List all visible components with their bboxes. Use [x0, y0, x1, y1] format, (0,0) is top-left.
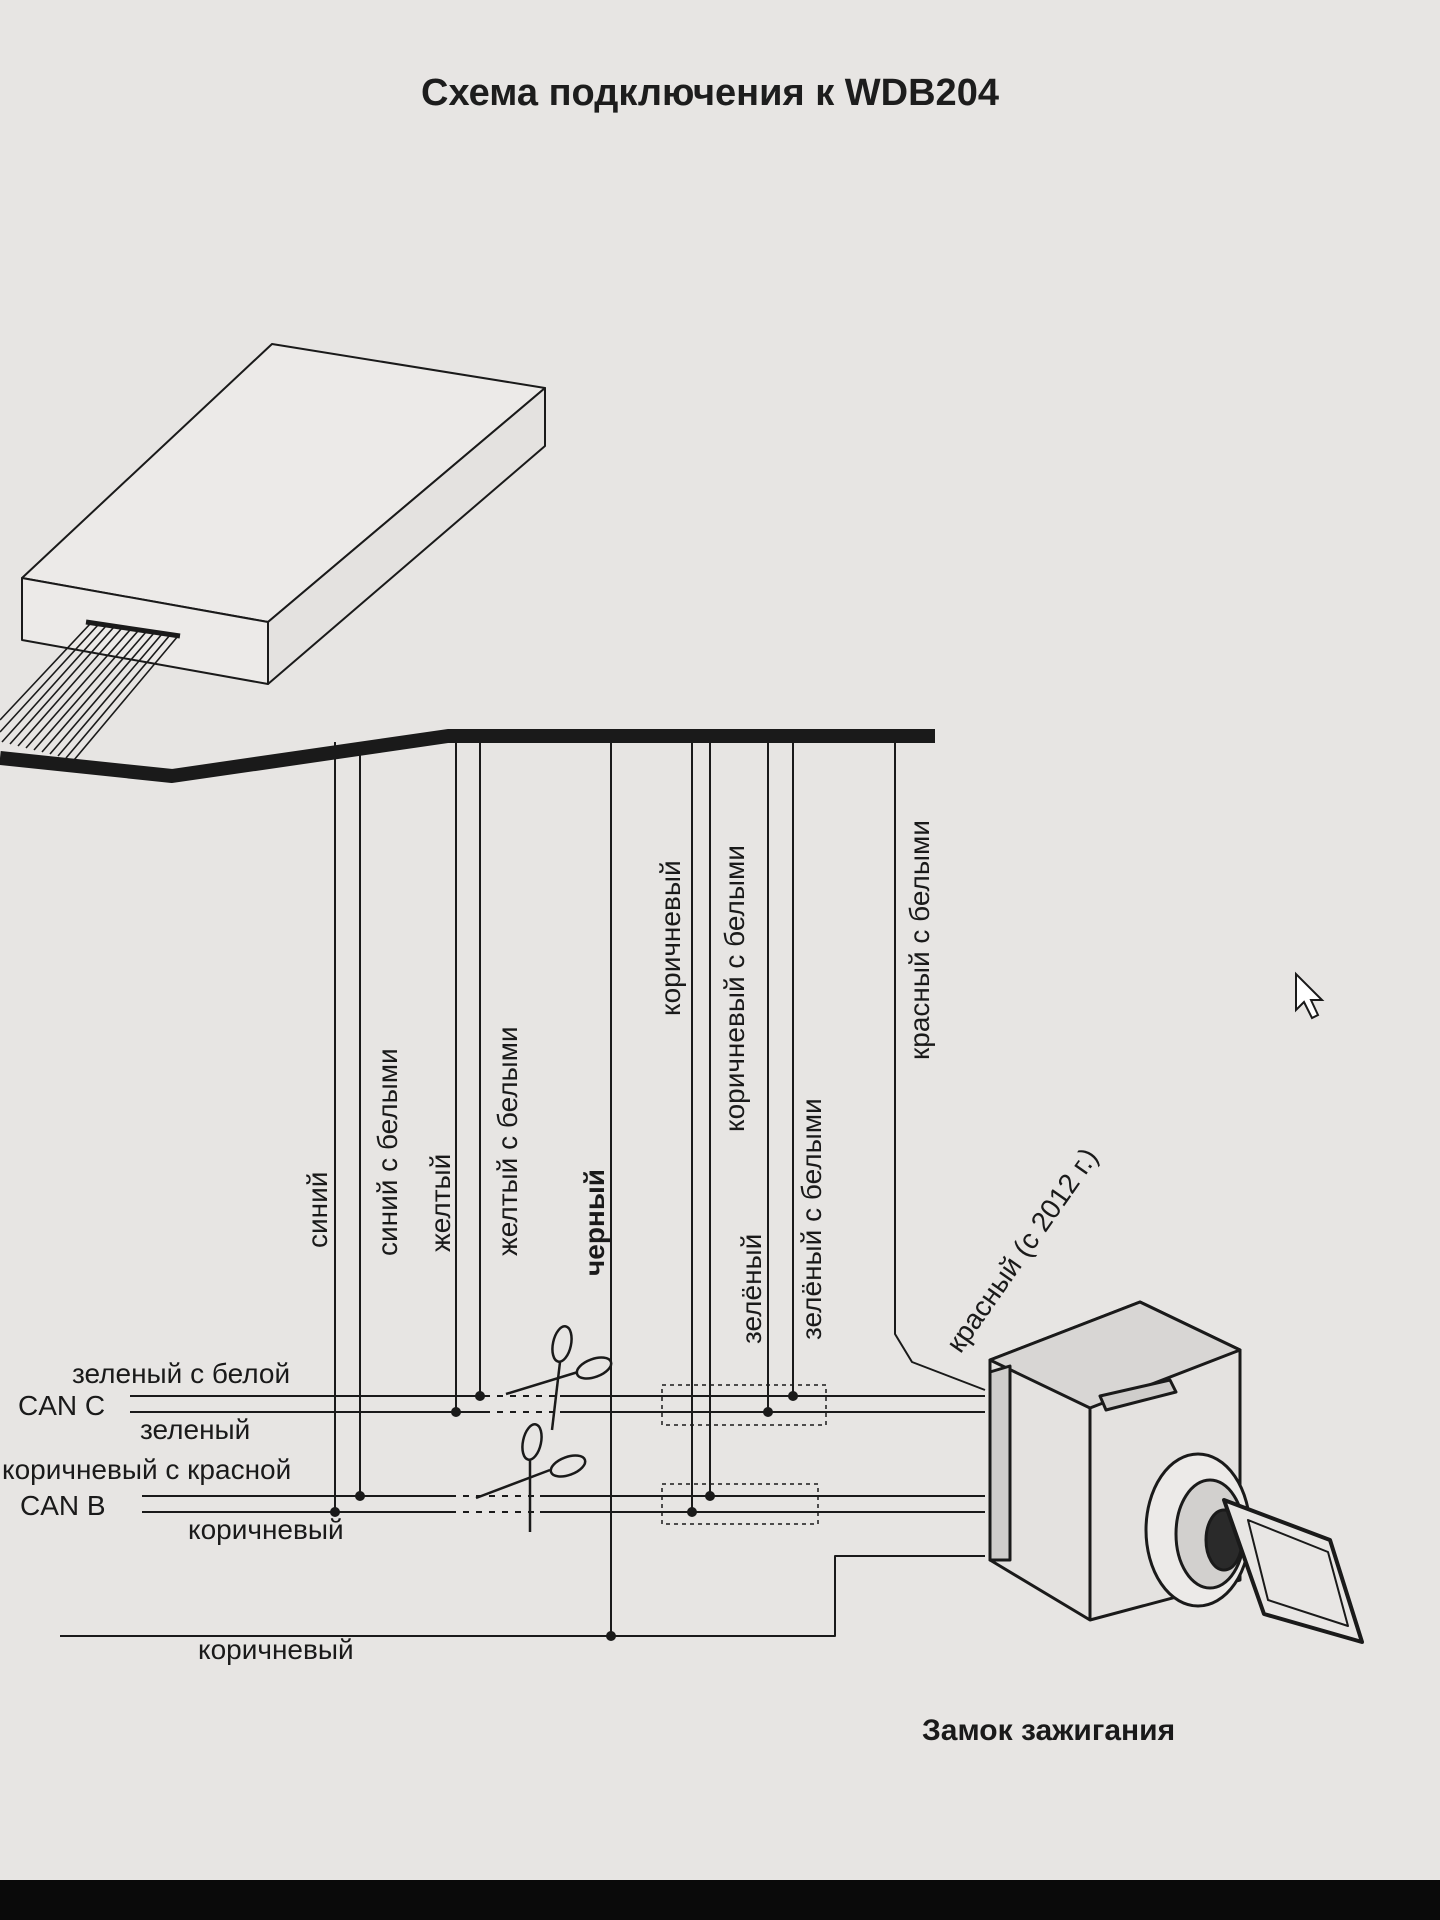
label-can-c: CAN C	[18, 1390, 106, 1421]
scissors-icon	[505, 1325, 613, 1431]
control-unit-box	[21, 343, 546, 685]
vertical-wires	[334, 736, 986, 1636]
label-korichnevyi-s-belymi: коричневый с белыми	[719, 845, 750, 1132]
label-zheltyi: желтый	[425, 1153, 456, 1252]
label-can-b: CAN B	[20, 1490, 106, 1521]
label-zelenyi-top: зелёный	[736, 1233, 767, 1344]
label-siniy-s-belymi: синий с белыми	[372, 1048, 403, 1256]
scissors-icon	[475, 1423, 587, 1532]
mouse-cursor-icon	[1295, 971, 1325, 1020]
label-zelenyi: зеленый	[140, 1414, 251, 1445]
main-harness	[0, 729, 935, 783]
label-krasnyi-s-belymi: красный с белыми	[904, 820, 935, 1060]
connection-boxes	[661, 1384, 827, 1525]
ignition-switch	[988, 1300, 1364, 1644]
label-korichnevyi-top: коричневый	[655, 860, 686, 1016]
diagram-title: Схема подключения к WDB204	[421, 72, 999, 114]
junction-dots	[330, 1391, 798, 1641]
ignition-switch-caption: Замок зажигания	[922, 1714, 1176, 1747]
ribbon-cable	[0, 623, 179, 761]
label-zelenyi-s-belymi-top: зелёный с белыми	[796, 1098, 827, 1340]
label-siniy: синий	[302, 1171, 333, 1248]
label-korichnevyi-ground: коричневый	[198, 1634, 354, 1665]
label-zheltyi-s-belymi: желтый с белыми	[492, 1026, 523, 1256]
label-korichnevyi-can: коричневый	[188, 1514, 344, 1545]
label-zelenyi-s-beloi: зеленый с белой	[72, 1358, 291, 1389]
label-korichnevyi-s-krasnoi: коричневый с красной	[2, 1454, 292, 1485]
screen-bezel	[0, 1880, 1440, 1920]
label-chernyi: черный	[579, 1169, 610, 1276]
